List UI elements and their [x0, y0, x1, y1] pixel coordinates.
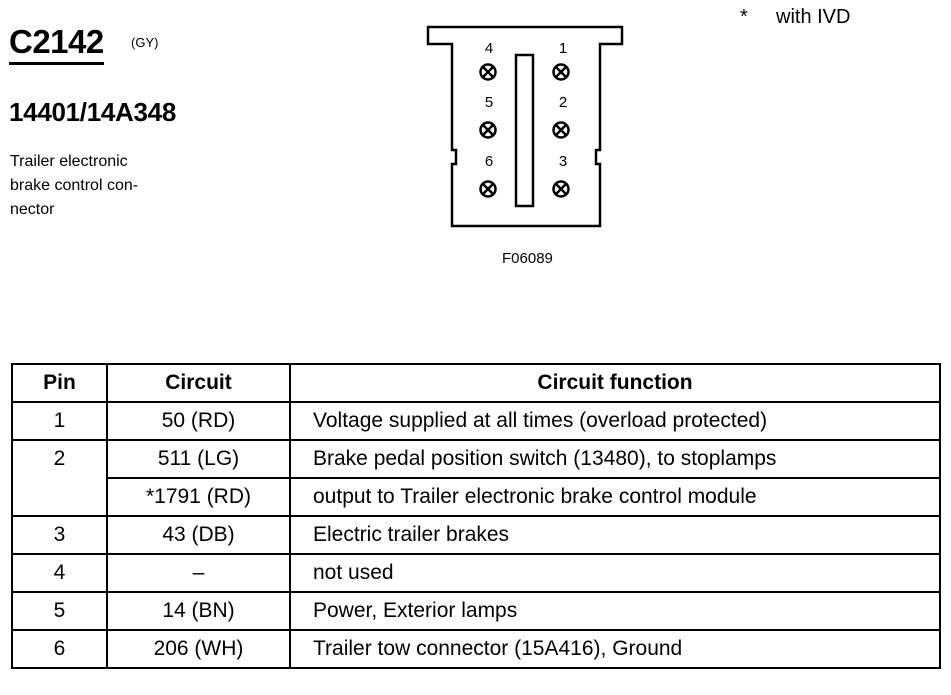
function-cell: Electric trailer brakes: [289, 515, 941, 555]
pin-cell: 5: [11, 591, 108, 631]
pin-terminal-3: [552, 180, 570, 198]
circuit-cell: 43 (DB): [106, 515, 291, 555]
footnote-text: with IVD: [776, 6, 851, 28]
function-cell: not used: [289, 553, 941, 593]
footnote: * with IVD: [740, 6, 850, 29]
circuit-cell: 511 (LG): [106, 439, 291, 479]
circuit-cell: 50 (RD): [106, 401, 291, 441]
connector-outline: [426, 25, 624, 228]
function-cell: output to Trailer electronic brake contr…: [289, 477, 941, 517]
connector-id: C2142: [9, 24, 104, 65]
pin-cell: 6: [11, 629, 108, 669]
pin-label-1: 1: [559, 40, 567, 57]
pin-terminal-5: [479, 121, 497, 139]
pin-cell: 1: [11, 401, 108, 441]
pin-terminal-6: [479, 180, 497, 198]
column-header-pin: Pin: [11, 363, 108, 403]
table-row: 4 – not used: [11, 553, 941, 593]
function-cell: Trailer tow connector (15A416), Ground: [289, 629, 941, 669]
pin-label-3: 3: [559, 153, 567, 170]
circuit-cell: –: [106, 553, 291, 593]
table-row: 1 50 (RD) Voltage supplied at all times …: [11, 401, 941, 441]
table-row: *1791 (RD) output to Trailer electronic …: [12, 477, 941, 517]
pin-terminal-2: [552, 121, 570, 139]
table-row: 5 14 (BN) Power, Exterior lamps: [11, 591, 941, 631]
connector-description: Trailer electronic brake control con-nec…: [10, 153, 139, 218]
pin-cell: 4: [11, 553, 108, 593]
pin-label-4: 4: [485, 40, 493, 57]
pin-label-5: 5: [485, 94, 493, 111]
function-cell: Brake pedal position switch (13480), to …: [289, 439, 941, 479]
pin-label-2: 2: [559, 94, 567, 111]
footnote-symbol: *: [740, 6, 748, 28]
pin-label-6: 6: [485, 153, 493, 170]
pin-terminal-4: [479, 63, 497, 81]
pin-cell: 3: [11, 515, 108, 555]
pin-cell: 2: [11, 439, 108, 517]
connector-face-diagram: 4 1 5 2 6 3: [426, 25, 624, 228]
color-code: (GY): [131, 35, 159, 50]
function-cell: Power, Exterior lamps: [289, 591, 941, 631]
column-header-circuit-function: Circuit function: [289, 363, 941, 403]
circuit-cell: 14 (BN): [106, 591, 291, 631]
table-row: 3 43 (DB) Electric trailer brakes: [11, 515, 941, 555]
circuit-cell: *1791 (RD): [106, 477, 291, 517]
table-header-row: Pin Circuit Circuit function: [11, 363, 941, 403]
pin-terminal-1: [552, 63, 570, 81]
table-row: 2 511 (LG) Brake pedal position switch (…: [11, 439, 941, 517]
connector-center-key: [514, 53, 535, 208]
column-header-circuit: Circuit: [106, 363, 291, 403]
figure-id: F06089: [502, 250, 553, 267]
part-number: 14401/14A348: [9, 97, 176, 127]
function-cell: Voltage supplied at all times (overload …: [289, 401, 941, 441]
circuit-cell: 206 (WH): [106, 629, 291, 669]
table-row: 6 206 (WH) Trailer tow connector (15A416…: [11, 629, 941, 669]
pinout-table: Pin Circuit Circuit function 1 50 (RD) V…: [11, 363, 941, 669]
